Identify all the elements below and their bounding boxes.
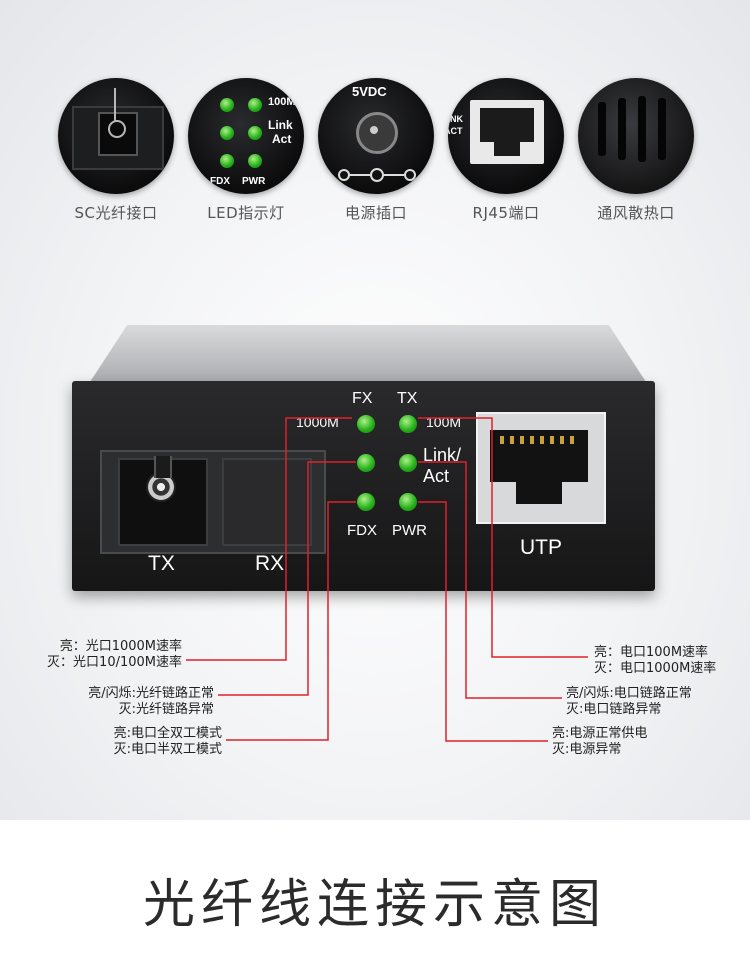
tx-port-label: TX <box>148 552 175 575</box>
sc-port-closeup <box>58 78 174 194</box>
rx-fiber-socket <box>222 458 312 546</box>
rj45-clip-slot <box>516 482 562 504</box>
feature-label-rj45: RJ45端口 <box>472 204 540 222</box>
device-casing-top <box>88 325 648 385</box>
callout-fdx <box>226 501 356 741</box>
tx-led-label: TX <box>397 390 418 407</box>
link-act-led <box>399 454 417 472</box>
fdx-label: FDX <box>347 522 377 539</box>
note-fdx: 亮:电口全双工模式 灭:电口半双工模式 <box>113 726 222 757</box>
note-link: 亮/闪烁:电口链路正常 灭:电口链路异常 <box>566 686 692 717</box>
pwr-led <box>399 493 417 511</box>
fx-label: FX <box>352 390 373 407</box>
rj45-closeup: LINK ACT <box>448 78 564 194</box>
feature-label-vent: 通风散热口 <box>597 204 675 222</box>
fiber-link-led <box>357 454 375 472</box>
fdx-led <box>357 493 375 511</box>
link-label: Link/ <box>423 445 462 465</box>
rj45-pins <box>500 436 578 444</box>
callout-fx <box>186 417 352 661</box>
callout-link <box>418 461 562 699</box>
rx-port-label: RX <box>255 552 285 575</box>
note-fx: 亮：光口1000M速率 灭：光口10/100M速率 <box>47 639 182 670</box>
callout-fiber-link <box>218 461 356 696</box>
fx-led <box>357 415 375 433</box>
feature-label-sc: SC光纤接口 <box>74 204 158 222</box>
utp-label: UTP <box>520 536 562 559</box>
note-fiber-link: 亮/闪烁:光纤链路正常 灭:光纤链路异常 <box>88 686 214 717</box>
note-tx: 亮：电口100M速率 灭：电口1000M速率 <box>594 645 717 676</box>
callout-tx <box>418 417 588 658</box>
power-jack-closeup: 5VDC <box>318 78 434 194</box>
tx-led <box>399 415 417 433</box>
callout-pwr <box>418 501 548 742</box>
fiber-key <box>154 456 172 478</box>
vent-closeup <box>578 78 694 194</box>
page-title: 光纤线连接示意图 <box>142 875 607 935</box>
act-label: Act <box>423 466 450 486</box>
pwr-label: PWR <box>392 522 427 539</box>
note-pwr: 亮:电源正常供电 灭:电源异常 <box>552 726 648 757</box>
led-closeup: 100M Link Act FDX PWR <box>188 78 304 194</box>
feature-label-power: 电源插口 <box>344 204 407 222</box>
feature-label-led: LED指示灯 <box>207 204 285 222</box>
